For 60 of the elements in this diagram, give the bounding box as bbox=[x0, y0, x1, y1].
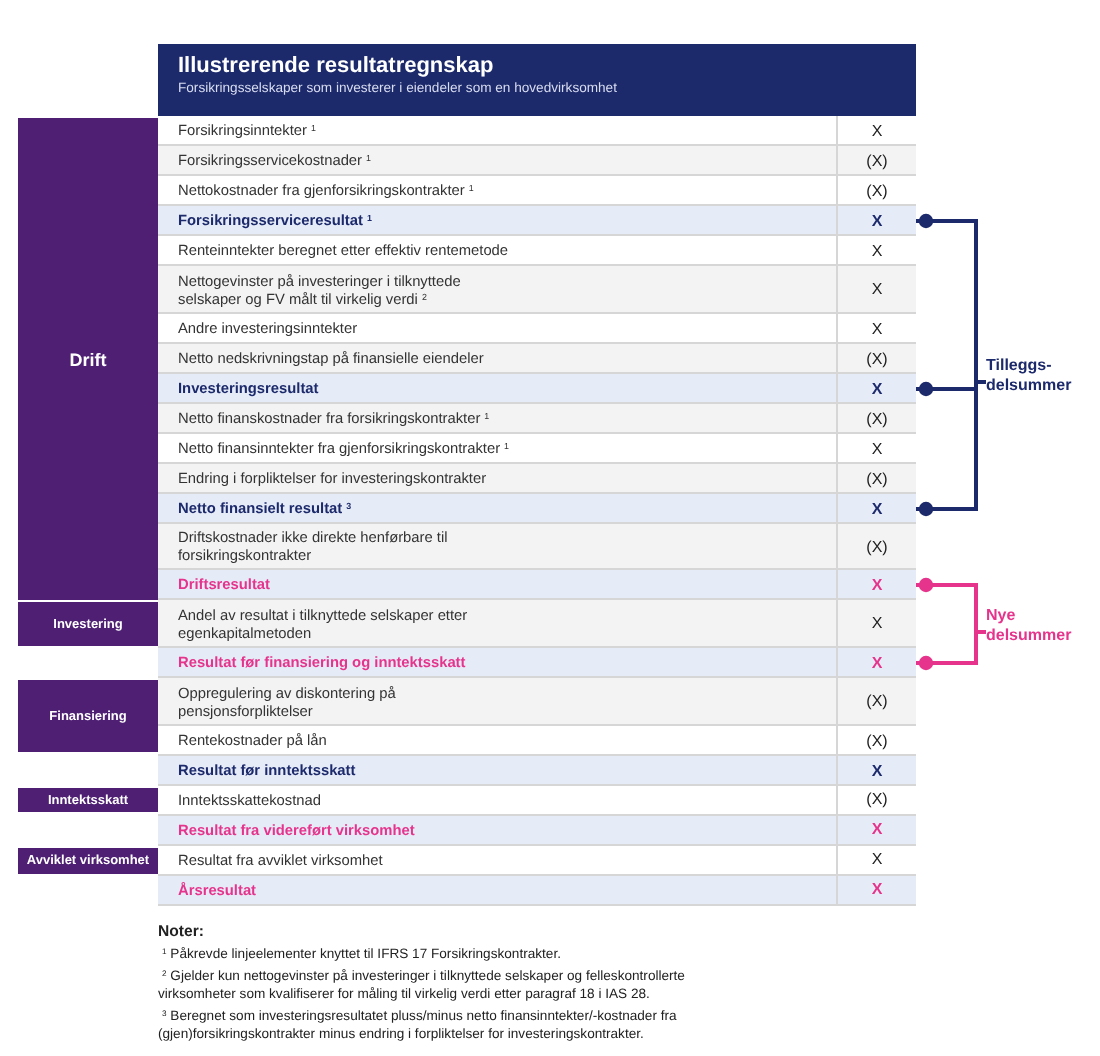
category-band bbox=[18, 118, 158, 600]
category-band bbox=[18, 680, 158, 752]
table-row bbox=[158, 524, 916, 570]
table-row bbox=[158, 464, 916, 494]
row-value: X bbox=[836, 600, 916, 646]
category-band bbox=[18, 602, 158, 646]
row-value: X bbox=[836, 266, 916, 312]
row-value: X bbox=[836, 374, 916, 402]
row-value: (X) bbox=[836, 146, 916, 174]
subtotal-row bbox=[158, 756, 916, 786]
category-band bbox=[18, 788, 158, 812]
table-row bbox=[158, 116, 916, 146]
table-row bbox=[158, 600, 916, 648]
subtotal-row bbox=[158, 815, 916, 845]
table-row bbox=[158, 404, 916, 434]
subtotal-row bbox=[158, 648, 916, 678]
table-row bbox=[158, 726, 916, 756]
row-value: X bbox=[836, 570, 916, 598]
row-value: X bbox=[836, 116, 916, 144]
table-row bbox=[158, 236, 916, 266]
table-row bbox=[158, 314, 916, 344]
subtotal-row bbox=[158, 206, 916, 236]
row-value: X bbox=[836, 434, 916, 462]
table-row bbox=[158, 176, 916, 206]
bracket-connector bbox=[916, 630, 986, 671]
subtotal-row bbox=[158, 570, 916, 600]
row-value: X bbox=[836, 875, 916, 903]
row-value: (X) bbox=[836, 726, 916, 754]
table-row bbox=[158, 845, 916, 875]
bracket-connector bbox=[916, 380, 986, 517]
row-value: (X) bbox=[836, 176, 916, 204]
category-band bbox=[18, 848, 158, 874]
subtotal-row bbox=[158, 875, 916, 905]
row-value: X bbox=[836, 236, 916, 264]
table-row bbox=[158, 344, 916, 374]
bracket-label: Nye delsummer bbox=[986, 606, 1096, 658]
table-row bbox=[158, 434, 916, 464]
header-band bbox=[158, 44, 916, 116]
table-row bbox=[158, 678, 916, 726]
bracket-label: Tilleggs-delsummer bbox=[986, 356, 1096, 408]
row-value: (X) bbox=[836, 786, 916, 813]
row-value: X bbox=[836, 648, 916, 676]
table-title: Illustrerende resultatregnskap bbox=[178, 54, 496, 78]
row-value: X bbox=[836, 815, 916, 843]
table-row bbox=[158, 786, 916, 815]
row-value: (X) bbox=[836, 344, 916, 372]
row-value: (X) bbox=[836, 524, 916, 568]
subtotal-row bbox=[158, 374, 916, 404]
row-value: X bbox=[836, 314, 916, 342]
row-value: X bbox=[836, 206, 916, 234]
row-value: X bbox=[836, 756, 916, 784]
row-value: (X) bbox=[836, 464, 916, 492]
row-value: X bbox=[836, 845, 916, 873]
row-value: (X) bbox=[836, 678, 916, 724]
category-label: Drift bbox=[69, 349, 107, 369]
row-value: X bbox=[836, 494, 916, 522]
row-value: (X) bbox=[836, 404, 916, 432]
table-row bbox=[158, 146, 916, 176]
subtotal-row bbox=[158, 494, 916, 524]
table-row bbox=[158, 266, 916, 314]
